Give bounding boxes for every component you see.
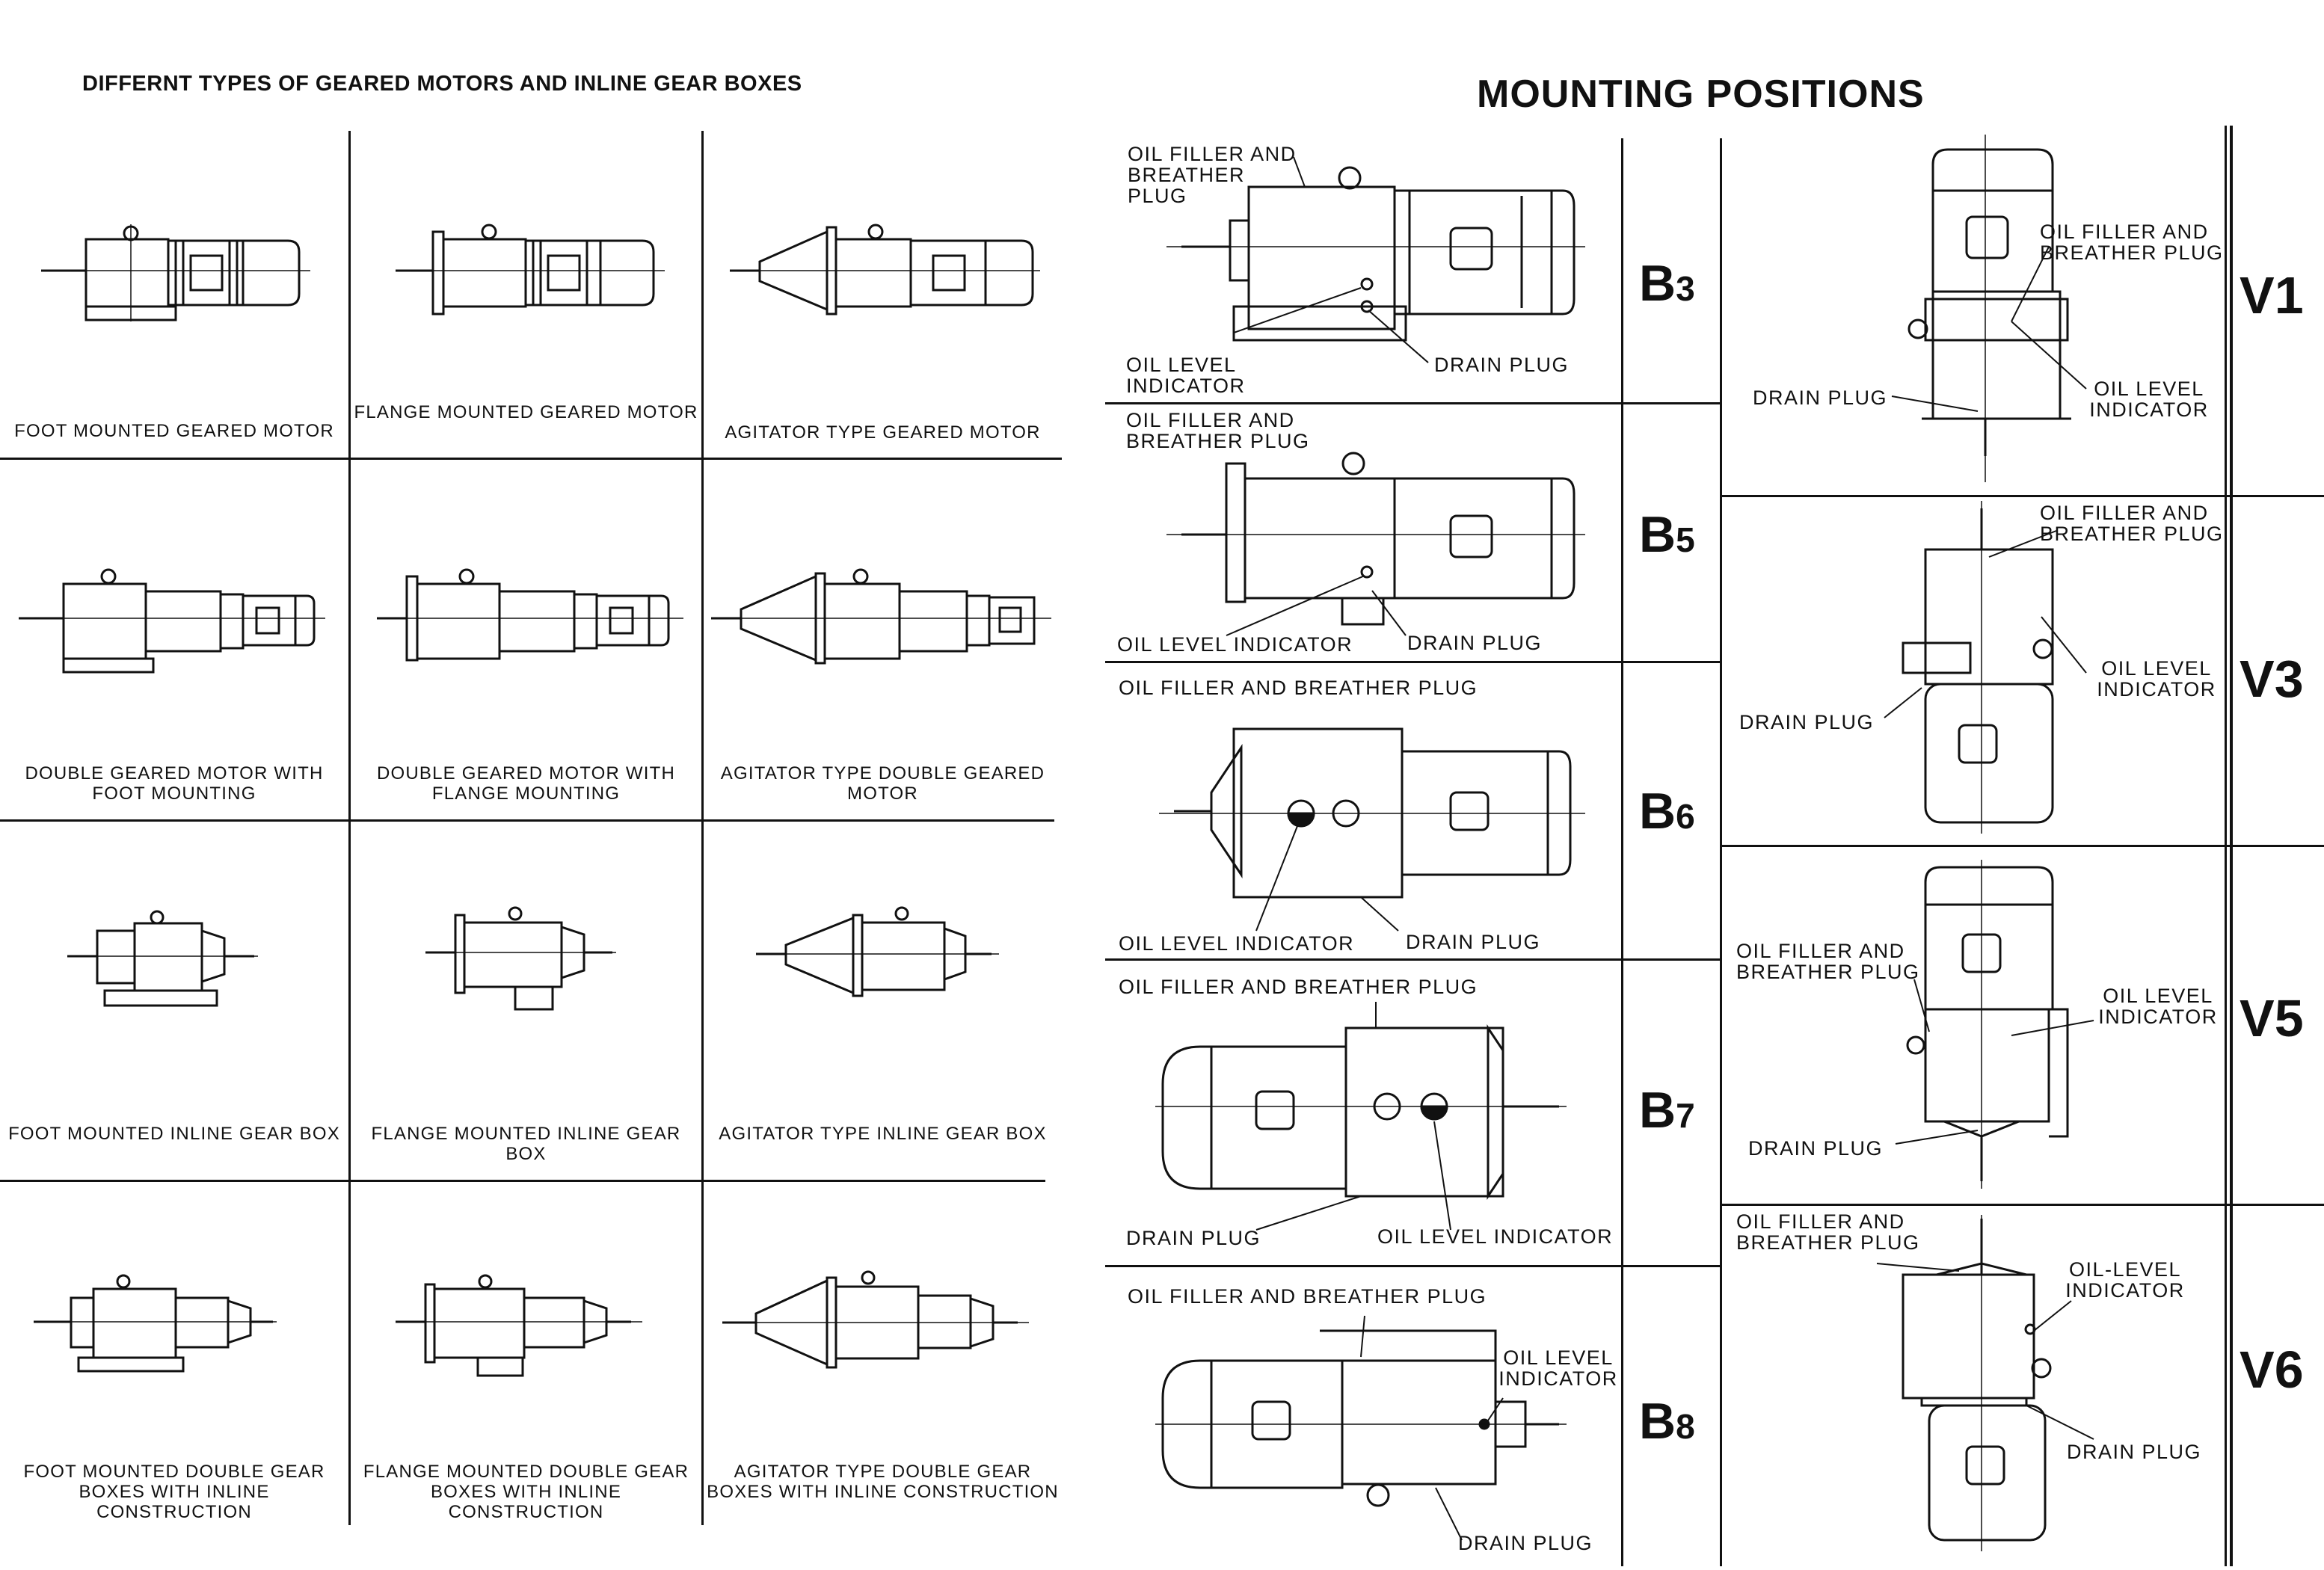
b8-label-oil-level: OIL LEVEL INDICATOR	[1498, 1346, 1618, 1390]
flange-mounted-geared-motor-drawing	[396, 224, 665, 315]
v5-drawing	[1895, 860, 2094, 1189]
v3-label-oil-filler: OIL FILLER AND BREATHER PLUG	[2040, 502, 2224, 545]
cell-caption: FLANGE MOUNTED GEARED MOTOR	[354, 402, 698, 422]
right-grid-vline-center	[1720, 138, 1722, 1566]
cell-caption: AGITATOR TYPE DOUBLE GEAR BOXES WITH INL…	[707, 1462, 1059, 1502]
mounting-code-v1: V1	[2240, 266, 2304, 324]
v6-label-drain: DRAIN PLUG	[2067, 1441, 2202, 1463]
flange-inline-gearbox-drawing	[425, 906, 616, 1011]
v1-label-oil-filler: OIL FILLER AND BREATHER PLUG	[2040, 221, 2224, 264]
b6-label-oil-level: OIL LEVEL INDICATOR	[1119, 932, 1355, 955]
v3-drawing	[1884, 501, 2087, 834]
b5-drawing	[1166, 452, 1585, 636]
geared-motor-cell: AGITATOR TYPE DOUBLE GEARED MOTOR	[704, 460, 1062, 819]
agitator-geared-motor-drawing	[730, 224, 1040, 315]
double-flange-geared-motor-drawing	[377, 568, 683, 662]
right-grid-vline-b-codes	[1621, 138, 1623, 1566]
geared-motor-cell: AGITATOR TYPE GEARED MOTOR	[704, 135, 1062, 458]
left-panel-title: DIFFERNT TYPES OF GEARED MOTORS AND INLI…	[82, 72, 802, 96]
geared-motor-cell: DOUBLE GEARED MOTOR WITH FOOT MOUNTING	[0, 460, 348, 819]
v5-label-drain: DRAIN PLUG	[1748, 1137, 1884, 1160]
b3-label-drain: DRAIN PLUG	[1434, 354, 1570, 376]
v6-label-oil-filler: OIL FILLER AND BREATHER PLUG	[1736, 1210, 1920, 1254]
cell-caption: AGITATOR TYPE DOUBLE GEARED MOTOR	[720, 763, 1045, 804]
mounting-code-v3: V3	[2240, 650, 2304, 708]
b6-label-oil-filler: OIL FILLER AND BREATHER PLUG	[1119, 677, 1478, 699]
b7-drawing	[1155, 1002, 1567, 1231]
foot-inline-gearbox-drawing	[67, 910, 258, 1007]
v5-label-oil-level: OIL LEVEL INDICATOR	[2098, 985, 2218, 1028]
v1-drawing	[1891, 135, 2087, 482]
cell-caption: FOOT MOUNTED INLINE GEAR BOX	[8, 1124, 340, 1144]
right-grid-hline-b7-b8	[1105, 1265, 1720, 1267]
b3-drawing	[1166, 156, 1585, 363]
geared-motor-cell: FOOT MOUNTED GEARED MOTOR	[0, 135, 348, 458]
right-grid-hline-v1-v3	[1722, 495, 2324, 497]
v3-label-drain: DRAIN PLUG	[1739, 711, 1875, 733]
b6-label-drain: DRAIN PLUG	[1406, 931, 1541, 953]
gearbox-cell: FOOT MOUNTED DOUBLE GEAR BOXES WITH INLI…	[0, 1182, 348, 1525]
mounting-code-b7: B7	[1639, 1082, 1695, 1139]
left-grid-hline-3	[0, 1180, 1045, 1182]
v6-label-oil-level: OIL-LEVEL INDICATOR	[2065, 1258, 2185, 1302]
cell-caption: AGITATOR TYPE INLINE GEAR BOX	[719, 1124, 1047, 1144]
right-grid-hline-b6-b7	[1105, 958, 1720, 961]
gearbox-cell: FOOT MOUNTED INLINE GEAR BOX	[0, 822, 348, 1180]
mounting-code-b5: B5	[1639, 506, 1695, 563]
geared-motor-cell: DOUBLE GEARED MOTOR WITH FLANGE MOUNTING	[351, 460, 701, 819]
cell-caption: FLANGE MOUNTED DOUBLE GEAR BOXES WITH IN…	[363, 1462, 689, 1522]
b3-label-oil-level: OIL LEVEL INDICATOR	[1126, 354, 1246, 397]
flange-double-inline-gearbox-drawing	[396, 1274, 642, 1377]
right-grid-hline-b5-b6	[1105, 661, 1720, 663]
b7-label-oil-level: OIL LEVEL INDICATOR	[1377, 1225, 1614, 1248]
b5-label-drain: DRAIN PLUG	[1407, 632, 1543, 654]
right-panel-title: MOUNTING POSITIONS	[1477, 73, 1925, 116]
left-grid-hline-1	[0, 458, 1062, 460]
left-grid-vline-2	[701, 131, 704, 1525]
b6-drawing	[1159, 727, 1585, 932]
gearbox-cell: AGITATOR TYPE DOUBLE GEAR BOXES WITH INL…	[704, 1182, 1062, 1525]
mounting-code-b6: B6	[1639, 783, 1695, 840]
cell-caption: AGITATOR TYPE GEARED MOTOR	[725, 422, 1041, 443]
mounting-code-b8: B8	[1639, 1393, 1695, 1450]
geared-motor-cell: FLANGE MOUNTED GEARED MOTOR	[351, 135, 701, 458]
gearbox-cell: AGITATOR TYPE INLINE GEAR BOX	[704, 822, 1062, 1180]
gearbox-cell: FLANGE MOUNTED INLINE GEAR BOX	[351, 822, 701, 1180]
right-grid-hline-v3-v5	[1722, 845, 2324, 847]
b7-label-oil-filler: OIL FILLER AND BREATHER PLUG	[1119, 976, 1478, 998]
cell-caption: DOUBLE GEARED MOTOR WITH FOOT MOUNTING	[25, 763, 324, 804]
v1-label-oil-level: OIL LEVEL INDICATOR	[2089, 378, 2209, 421]
mounting-code-v6: V6	[2240, 1340, 2304, 1399]
agitator-inline-gearbox-drawing	[756, 906, 999, 997]
left-grid-hline-2	[0, 819, 1054, 822]
mounting-code-v5: V5	[2240, 989, 2304, 1047]
gearbox-cell: FLANGE MOUNTED DOUBLE GEAR BOXES WITH IN…	[351, 1182, 701, 1525]
right-grid-hline-v5-v6	[1722, 1204, 2324, 1206]
left-grid-vline-1	[348, 131, 351, 1525]
b8-drawing	[1155, 1315, 1567, 1541]
agitator-double-geared-motor-drawing	[711, 568, 1051, 665]
v6-drawing	[1876, 1215, 2094, 1551]
cell-caption: FOOT MOUNTED DOUBLE GEAR BOXES WITH INLI…	[23, 1462, 325, 1522]
b8-label-drain: DRAIN PLUG	[1458, 1532, 1593, 1554]
cell-caption: FLANGE MOUNTED INLINE GEAR BOX	[371, 1124, 681, 1164]
v3-label-oil-level: OIL LEVEL INDICATOR	[2097, 657, 2216, 701]
mounting-code-b3: B3	[1639, 255, 1695, 312]
right-grid-hline-b3-b5	[1105, 402, 1720, 404]
double-foot-geared-motor-drawing	[19, 568, 325, 674]
b3-label-oil-filler: OIL FILLER AND BREATHER PLUG	[1128, 143, 1297, 207]
foot-double-inline-gearbox-drawing	[34, 1274, 277, 1373]
cell-caption: DOUBLE GEARED MOTOR WITH FLANGE MOUNTING	[376, 763, 676, 804]
b7-label-drain: DRAIN PLUG	[1126, 1227, 1261, 1249]
v1-label-drain: DRAIN PLUG	[1753, 387, 1888, 409]
b8-label-oil-filler: OIL FILLER AND BREATHER PLUG	[1128, 1285, 1487, 1308]
cell-caption: FOOT MOUNTED GEARED MOTOR	[14, 421, 334, 441]
foot-mounted-geared-motor-drawing	[41, 224, 310, 321]
v5-label-oil-filler: OIL FILLER AND BREATHER PLUG	[1736, 940, 1920, 983]
agitator-double-inline-gearbox-drawing	[722, 1270, 1029, 1369]
b5-label-oil-level: OIL LEVEL INDICATOR	[1117, 633, 1353, 656]
b5-label-oil-filler: OIL FILLER AND BREATHER PLUG	[1126, 409, 1310, 452]
